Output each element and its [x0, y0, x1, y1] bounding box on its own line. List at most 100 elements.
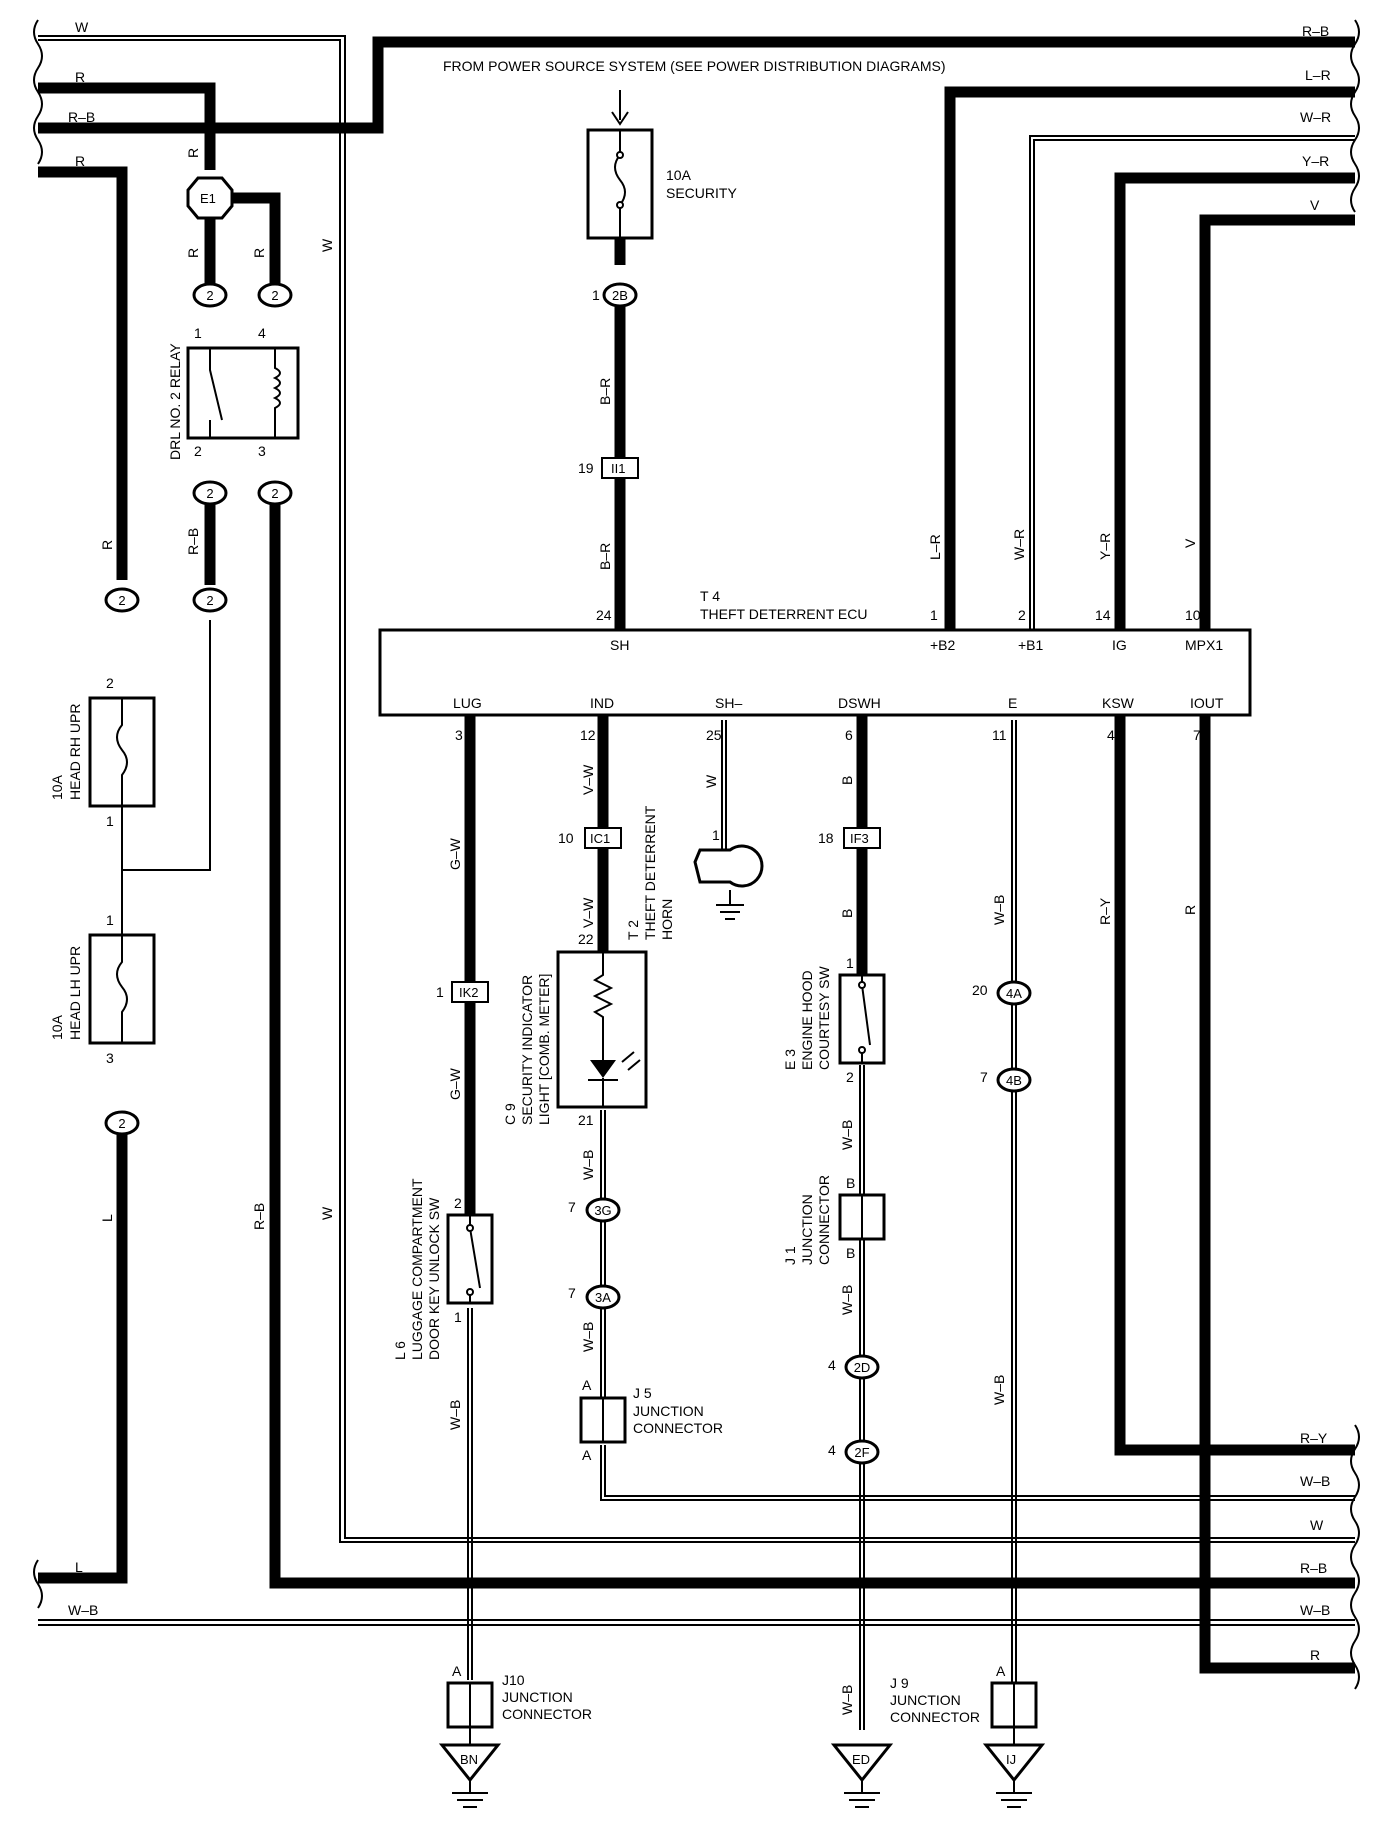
right-break-marks	[1350, 19, 1360, 1690]
theft-deterrent-ecu-box	[378, 628, 1252, 717]
ecu-terminal-iout: IOUT	[1190, 695, 1224, 711]
connector-2-fuse-lh	[104, 1110, 140, 1136]
ecu-terminal-ksw: KSW	[1102, 695, 1135, 711]
wire-label-vw-lower: V–W	[580, 897, 596, 928]
pin-7-3g: 7	[568, 1199, 576, 1215]
j1-code: J 1	[782, 1246, 798, 1265]
drl-relay-name: DRL NO. 2 RELAY	[167, 343, 183, 460]
luggage-sw-line2: DOOR KEY UNLOCK SW	[426, 1197, 442, 1360]
wire-label-w-vertical-bottom: W	[319, 1206, 335, 1220]
security-indicator-light	[556, 950, 648, 1109]
j10-code: J10	[502, 1672, 525, 1688]
connector-2-fuse-rh-label: 2	[118, 593, 125, 608]
wire-label-yr-vertical: Y–R	[1097, 533, 1113, 560]
wire-label-r-fuse-rh: R	[99, 540, 115, 550]
pin-1-ik2: 1	[436, 984, 444, 1000]
junction-j10	[446, 1681, 494, 1729]
junction-j5	[579, 1396, 627, 1444]
wire-label-l-bottom-left: L	[75, 1559, 83, 1575]
wire-label-rb-left: R–B	[68, 109, 95, 125]
ecu-pin-1: 1	[930, 607, 938, 623]
connector-ic1	[584, 827, 622, 849]
wire-label-r-right: R	[1310, 1647, 1320, 1663]
wire-label-gw-lower: G–W	[447, 1067, 463, 1100]
connector-e1-label: E1	[200, 191, 216, 206]
wire-label-w-vertical-top: W	[319, 238, 335, 252]
wire-label-r-e1-pin1: R	[185, 248, 201, 258]
connector-2f	[844, 1439, 880, 1465]
hood-sw-line1: ENGINE HOOD	[799, 970, 815, 1070]
wire-label-yr-right: Y–R	[1302, 153, 1329, 169]
wire-label-rb-right: R–B	[1300, 1560, 1327, 1576]
ecu-code: T 4	[700, 588, 720, 604]
horn-pin-1: 1	[712, 827, 720, 843]
ecu-terminal-b1: +B1	[1018, 637, 1044, 653]
wire-label-r-top-left: R	[75, 69, 85, 85]
ecu-terminal-dswh: DSWH	[838, 695, 881, 711]
wire-label-rb-top-right: R–B	[1302, 23, 1329, 39]
wire-label-gw-upper: G–W	[447, 837, 463, 870]
ecu-pin-12: 12	[580, 727, 596, 743]
indicator-pin-21: 21	[578, 1112, 594, 1128]
wire-label-wb-e-lower: W–B	[991, 1375, 1007, 1405]
drl-relay	[186, 346, 300, 440]
wire-label-wb-hood: W–B	[839, 1120, 855, 1150]
connector-4a	[996, 980, 1032, 1006]
wire-label-br-upper: B–R	[597, 378, 613, 405]
wire-label-r-vertical: R	[1182, 905, 1198, 915]
connector-2-relay-out-3	[257, 480, 293, 506]
wire-label-lr-right: L–R	[1305, 67, 1331, 83]
relay-pin-1: 1	[194, 325, 202, 341]
wire-label-lr-vertical: L–R	[927, 534, 943, 560]
j5-code: J 5	[633, 1385, 652, 1401]
connector-2-relay-in-4-label: 2	[271, 288, 278, 303]
j1-line2: CONNECTOR	[816, 1175, 832, 1265]
ground-ed	[830, 1743, 894, 1808]
ecu-name: THEFT DETERRENT ECU	[700, 606, 868, 622]
wire-label-wb-luggage: W–B	[447, 1400, 463, 1430]
connector-ik2	[451, 981, 489, 1003]
wire-label-wb-j5: W–B	[580, 1322, 596, 1352]
ground-bn	[438, 1727, 502, 1808]
connector-ii1-label: II1	[611, 461, 625, 476]
indicator-line1: SECURITY INDICATOR	[519, 975, 535, 1125]
pin-7-3a: 7	[568, 1285, 576, 1301]
left-break-marks	[33, 19, 43, 1609]
connector-2-relay-in-1	[192, 282, 228, 308]
wire-label-wb-indicator: W–B	[580, 1150, 596, 1180]
wire-label-r-e1-pin4: R	[251, 248, 267, 258]
wire-label-wb-ed: W–B	[839, 1685, 855, 1715]
horn-code: T 2	[625, 920, 641, 940]
wire-label-wb-right-2: W–B	[1300, 1602, 1330, 1618]
ground-ed-label: ED	[852, 1752, 870, 1767]
pin-7-4b: 7	[980, 1069, 988, 1085]
ecu-terminal-lug: LUG	[453, 695, 482, 711]
security-fuse	[586, 128, 654, 240]
hood-sw-line2: COURTESY SW	[816, 965, 832, 1070]
wire-label-wb-j1: W–B	[839, 1285, 855, 1315]
wire-label-w-horn: W	[703, 774, 719, 788]
pin-4-2d: 4	[828, 1357, 836, 1373]
connector-2-fuse-rh	[104, 587, 140, 613]
wire-label-br-lower: B–R	[597, 543, 613, 570]
hood-sw-pin-1: 1	[846, 955, 854, 971]
ecu-terminal-e: E	[1008, 695, 1017, 711]
luggage-key-unlock-switch	[446, 1213, 494, 1305]
connector-ii1	[601, 457, 639, 479]
ecu-pin-14: 14	[1095, 607, 1111, 623]
connector-2f-label: 2F	[854, 1445, 869, 1460]
ecu-terminal-ig: IG	[1112, 637, 1127, 653]
connector-ik2-label: IK2	[459, 985, 479, 1000]
wire-label-ry-vertical: R–Y	[1097, 897, 1113, 925]
pin-1-2b: 1	[592, 287, 600, 303]
head-lh-fuse	[88, 933, 156, 1045]
ground-ij	[982, 1727, 1046, 1808]
security-fuse-name: SECURITY	[666, 185, 737, 201]
connector-2-relay-feed-label: 2	[206, 593, 213, 608]
luggage-sw-line1: LUGGAGE COMPARTMENT	[409, 1178, 425, 1360]
ecu-pin-2: 2	[1018, 607, 1026, 623]
ecu-pin-7: 7	[1193, 727, 1201, 743]
relay-pin-4: 4	[258, 325, 266, 341]
indicator-code: C 9	[502, 1103, 518, 1125]
